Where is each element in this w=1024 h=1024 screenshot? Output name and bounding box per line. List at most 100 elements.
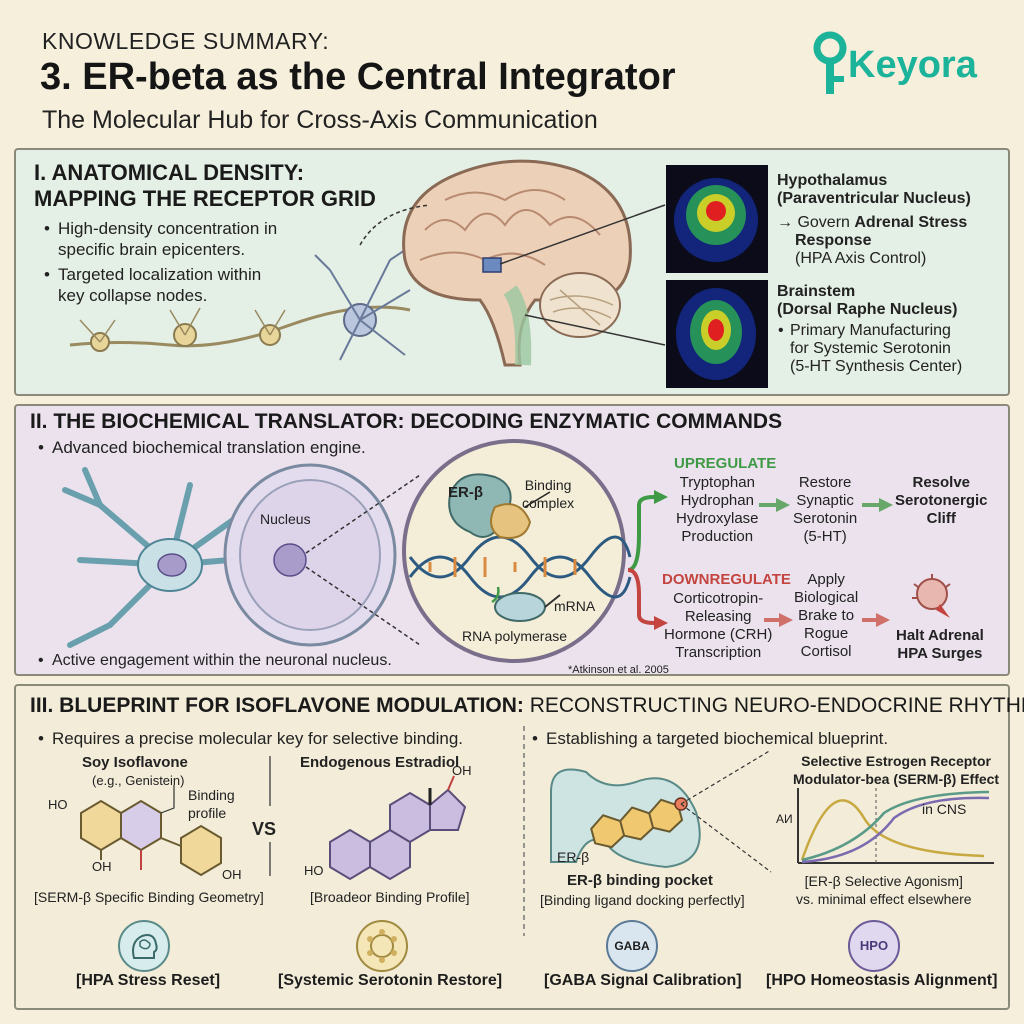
soy-binding-line1: Binding (188, 787, 235, 803)
brainstem-detail: •Primary Manufacturing for Systemic Sero… (778, 322, 963, 375)
up-step2-line1: Restore (798, 474, 852, 491)
down-step2-line5: Cortisol (800, 643, 852, 660)
serotonin-ring-icon (367, 929, 397, 963)
brainstem-heatmap (666, 280, 768, 388)
section3-divider (523, 726, 525, 936)
down-result-line1: Halt Adrenal (896, 627, 984, 644)
up-step2-line3: Serotonin (793, 510, 858, 527)
up-result-line1: Resolve (912, 474, 971, 491)
down-step1-line4: Transcription (675, 644, 762, 661)
downregulate-step1: Corticotropin- Releasing Hormone (CRH) T… (664, 590, 772, 662)
hypothalamus-title: Hypothalamus (Paraventricular Nucleus) (777, 172, 971, 208)
serm-ylabel: АИ (776, 812, 793, 826)
outcome-hpo-icon-wrap: HPO (848, 920, 900, 972)
serm-caption-line2: vs. minimal effect elsewhere (796, 891, 972, 907)
down-step1-line2: Releasing (684, 608, 752, 625)
binding-pocket-icon (550, 749, 772, 873)
brainstem-title-line2: (Dorsal Raphe Nucleus) (777, 301, 958, 318)
estradiol-molecule (329, 775, 467, 881)
soy-isoflavone-name: Soy Isoflavone (82, 754, 188, 771)
mrna-label: mRNA (554, 598, 596, 614)
section2-title: II. THE BIOCHEMICAL TRANSLATOR: DECODING… (30, 410, 783, 433)
binding-complex-line2: complex (522, 495, 575, 511)
brainstem-detail-line1: Primary Manufacturing (790, 322, 951, 339)
down-step2-line2: Biological (794, 589, 859, 606)
down-step1-line3: Hormone (CRH) (664, 626, 773, 643)
bullet1-line2: specific brain epicenters. (58, 240, 246, 259)
serm-title-line2: Modulator-bea (SERM-β) Effect (793, 771, 1000, 787)
section3-title: III. BLUEPRINT FOR ISOFLAVONE MODULATION… (30, 694, 1024, 718)
soy-oh-label-2: OH (222, 867, 242, 882)
kicker: KNOWLEDGE SUMMARY: (42, 28, 330, 54)
upregulate-result: Resolve Serotonergic Cliff (895, 474, 988, 528)
section3-bullet-left: Requires a precise molecular key for sel… (38, 728, 463, 749)
genistein-molecule (80, 785, 222, 877)
section3-title-light: RECONSTRUCTING NEURO-ENDOCRINE RHYTHMS (523, 694, 1024, 717)
serm-effect-graph (797, 788, 994, 864)
keyora-logo-icon (813, 31, 847, 94)
up-step2-line2: Synaptic (796, 492, 854, 509)
outcome-gaba-icon-wrap: GABA (606, 920, 658, 972)
pocket-caption: [Binding ligand docking perfectly] (540, 892, 745, 908)
soy-oh-label-1: OH (92, 859, 112, 874)
section1-bullet-2: Targeted localization within key collaps… (44, 264, 262, 306)
soy-ho-label: HO (48, 797, 68, 812)
brainstem-detail-line3: (5-HT Synthesis Center) (790, 358, 963, 375)
logo-text: Keyora (848, 44, 977, 86)
hypothalamus-detail-bold: Adrenal Stress (854, 214, 968, 231)
outcome-serotonin-icon-wrap (356, 920, 408, 972)
citation: *Atkinson et al. 2005 (568, 664, 669, 676)
hypothalamus-detail: → Govern Adrenal Stress Response (HPA Ax… (777, 214, 967, 268)
gaba-icon: GABA (614, 939, 650, 953)
hypothalamus-detail-bold2: Response (795, 232, 872, 249)
pocket-er-label: ER-β (557, 849, 590, 865)
soy-binding-line2: profile (188, 805, 227, 821)
hypothalamus-title-line1: Hypothalamus (777, 172, 888, 189)
section1-title-line2: MAPPING THE RECEPTOR GRID (34, 186, 376, 211)
down-result-line2: HPA Surges (897, 645, 983, 662)
serm-curve-label: in CNS (922, 801, 967, 817)
brainstem-detail-line2: for Systemic Serotonin (790, 340, 951, 357)
vs-divider (269, 756, 271, 876)
page-subtitle: The Molecular Hub for Cross-Axis Communi… (42, 106, 598, 134)
brainstem-title: Brainstem (Dorsal Raphe Nucleus) (777, 283, 957, 319)
section3-bullet-right: Establishing a targeted biochemical blue… (532, 728, 888, 749)
outcome-hpa-label: [HPA Stress Reset] (76, 972, 221, 989)
down-step1-line1: Corticotropin- (673, 590, 764, 607)
section2-bullet-bottom: Active engagement within the neuronal nu… (38, 650, 392, 671)
outcome-hpa-icon-wrap (118, 920, 170, 972)
upregulate-step2: Restore Synaptic Serotonin (5-HT) (793, 474, 857, 546)
nucleus-label: Nucleus (260, 511, 311, 527)
hypothalamus-detail-note: (HPA Axis Control) (795, 250, 927, 267)
neuron-chain-icon (69, 249, 411, 361)
hypothalamus-detail-prefix: → Govern (777, 214, 855, 231)
bullet1-line1: High-density concentration in (58, 219, 278, 238)
connector-arrows (359, 204, 666, 346)
section2-bullet-top: Advanced biochemical translation engine. (38, 437, 366, 458)
serm-graph-title: Selective Estrogen Receptor Modulator-be… (793, 752, 999, 788)
brainstem-title-line1: Brainstem (777, 283, 856, 300)
outcome-gaba-label: [GABA Signal Calibration] (544, 972, 742, 989)
up-step2-line4: (5-HT) (803, 528, 847, 545)
bullet2-line2: key collapse nodes. (58, 286, 208, 305)
estradiol-oh-label: OH (452, 763, 472, 778)
bullet2-line1: Targeted localization within (58, 265, 262, 284)
up-step1-line3: Hydroxylase (676, 510, 759, 527)
serm-title-line1: Selective Estrogen Receptor (801, 753, 991, 769)
soy-binding-profile: Binding profile (188, 786, 235, 822)
estradiol-ho-label: HO (304, 863, 324, 878)
outcome-hpo-label: [HPO Homeostasis Alignment] (766, 972, 998, 989)
hypothalamus-title-line2: (Paraventricular Nucleus) (777, 190, 971, 207)
outcome-serotonin-label: [Systemic Serotonin Restore] (278, 972, 503, 989)
pocket-title: ER-β binding pocket (567, 872, 713, 889)
binding-complex-line1: Binding (524, 477, 572, 493)
up-step1-line1: Tryptophan (679, 474, 755, 491)
cortisol-gland-icon (912, 574, 951, 618)
upregulate-label: UPREGULATE (674, 455, 777, 472)
up-result-line3: Cliff (926, 510, 956, 527)
vs-label: VS (252, 819, 277, 839)
up-step1-line4: Production (681, 528, 754, 545)
serm-caption: [ER-β Selective Agonism] vs. minimal eff… (796, 872, 972, 908)
binding-complex-label: Binding complex (522, 476, 574, 512)
down-step2-line1: Apply (807, 571, 845, 588)
